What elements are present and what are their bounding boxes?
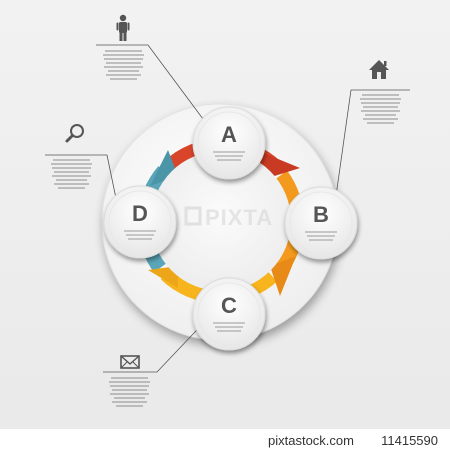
text-block-c <box>109 377 150 407</box>
text-block-b <box>360 94 401 124</box>
connector-a <box>96 44 207 124</box>
watermark: PIXTA <box>184 205 273 230</box>
node-a[interactable] <box>192 106 266 180</box>
node-c[interactable] <box>192 277 266 351</box>
node-c-letter: C <box>221 293 237 318</box>
node-b-letter: B <box>313 202 329 227</box>
text-block-a <box>103 50 144 80</box>
arrow-orange <box>270 256 296 296</box>
person-icon <box>116 14 130 41</box>
footer-brand: pixtastock.com <box>268 433 354 448</box>
footer-image-id: 11415590 <box>381 433 438 448</box>
node-d-letter: D <box>132 201 148 226</box>
node-a-letter: A <box>221 122 237 147</box>
node-d[interactable] <box>103 185 177 259</box>
stock-footer: pixtastock.com 11415590 <box>0 429 450 452</box>
node-text-lines <box>124 151 337 332</box>
home-icon <box>369 60 389 79</box>
connector-c <box>103 312 214 373</box>
inner-plate <box>151 151 291 291</box>
envelope-icon <box>120 355 140 369</box>
node-b[interactable] <box>284 186 358 260</box>
connector-lines <box>45 44 410 373</box>
connector-d <box>45 154 119 209</box>
magnifier-icon <box>65 124 84 143</box>
text-block-d <box>51 159 92 189</box>
connector-b <box>334 89 410 204</box>
watermark-text: PIXTA <box>205 205 273 230</box>
arrow-yellow <box>148 266 178 288</box>
